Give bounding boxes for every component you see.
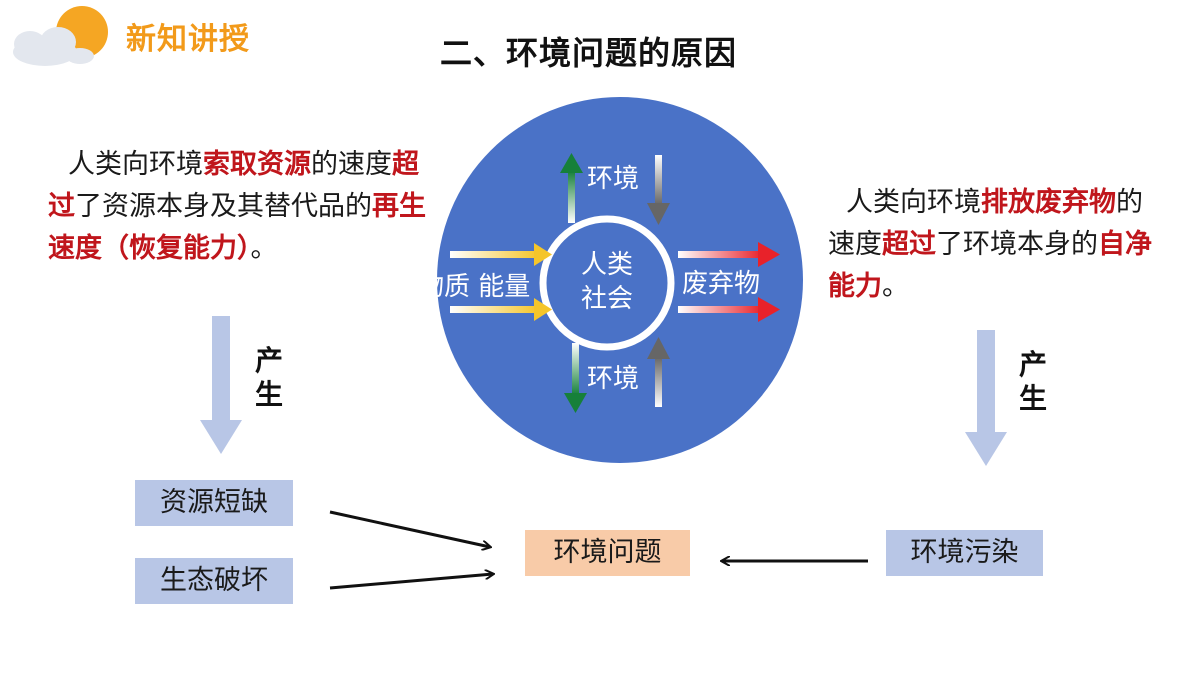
text-run: 人类向环境 (68, 149, 203, 180)
resource-shortage-box: 资源短缺 (135, 480, 293, 526)
environment-label-bottom: 环境 (587, 364, 639, 394)
text-run: 的速度 (311, 149, 392, 180)
society-label-line2: 社会 (581, 284, 633, 314)
yellow-input-arrows (450, 243, 552, 321)
green-down-arrow (564, 343, 587, 413)
highlight-text: 自净能力 (828, 229, 1152, 302)
damage-to-problem-arrow (329, 574, 493, 590)
gray-down-arrow (647, 155, 670, 225)
ecological-damage-box: 生态破坏 (135, 558, 293, 604)
matter-energy-label: 物质 能量 (418, 272, 530, 302)
environment-cycle-diagram: 人类 社会 环境 环境 物质 能量 废弃物 (418, 97, 803, 463)
gray-up-arrow (647, 337, 670, 407)
left-paragraph: 人类向环境索取资源的速度超过了资源本身及其替代品的再生速度（恢复能力）。 (48, 144, 428, 270)
text-run: 了环境本身的 (936, 229, 1098, 260)
green-up-arrow (560, 153, 583, 223)
environmental-problem-box: 环境问题 (525, 530, 690, 576)
highlight-text: 再生速度（恢复能力） (48, 191, 426, 264)
produce-arrow-left (200, 316, 242, 454)
shortage-to-problem-arrow (329, 510, 490, 547)
page-title: 二、环境问题的原因 (440, 34, 738, 72)
text-run: 。 (882, 271, 909, 302)
right-paragraph: 人类向环境排放废弃物的速度超过了环境本身的自净能力。 (828, 182, 1168, 308)
text-run: 的速度 (828, 187, 1143, 260)
produce-label-right: 产生 (1018, 348, 1047, 415)
red-output-arrows (678, 242, 780, 322)
highlight-text: 超过 (48, 149, 419, 222)
sun-cloud-icon (13, 6, 108, 66)
environmental-pollution-box: 环境污染 (886, 530, 1043, 576)
highlight-text: 索取资源 (203, 149, 311, 180)
produce-arrow-right (965, 330, 1007, 466)
text-run: 。 (250, 233, 278, 264)
society-ring (539, 215, 675, 351)
produce-label-left: 产生 (254, 344, 283, 411)
waste-label: 废弃物 (682, 269, 760, 299)
text-run: 了资源本身及其替代品的 (75, 191, 372, 222)
highlight-text: 超过 (882, 229, 936, 260)
highlight-text: 排放废弃物 (981, 187, 1116, 218)
environment-label-top: 环境 (587, 164, 639, 194)
section-title: 新知讲授 (126, 22, 250, 57)
society-label-line1: 人类 (581, 250, 633, 280)
text-run: 人类向环境 (846, 187, 981, 218)
